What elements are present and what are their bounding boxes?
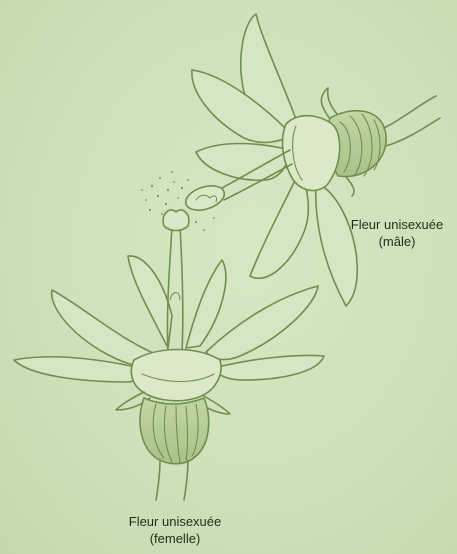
female-petal-top-right <box>186 260 226 348</box>
female-stigma <box>163 210 189 231</box>
female-petal-top-left <box>128 256 172 348</box>
male-flower-label-line2: (mâle) <box>338 233 456 250</box>
female-flower-label: Fleur unisexuée (femelle) <box>100 513 250 547</box>
female-pedicel <box>156 460 188 500</box>
male-flower-label: Fleur unisexuée (mâle) <box>338 216 456 250</box>
male-petal-left <box>196 144 290 181</box>
male-anther <box>183 181 228 214</box>
male-corolla-cup <box>283 116 340 191</box>
male-flower-label-line1: Fleur unisexuée <box>338 216 456 233</box>
female-flower-label-line2: (femelle) <box>100 530 250 547</box>
male-pedicel <box>384 96 440 146</box>
female-flower-label-line1: Fleur unisexuée <box>100 513 250 530</box>
